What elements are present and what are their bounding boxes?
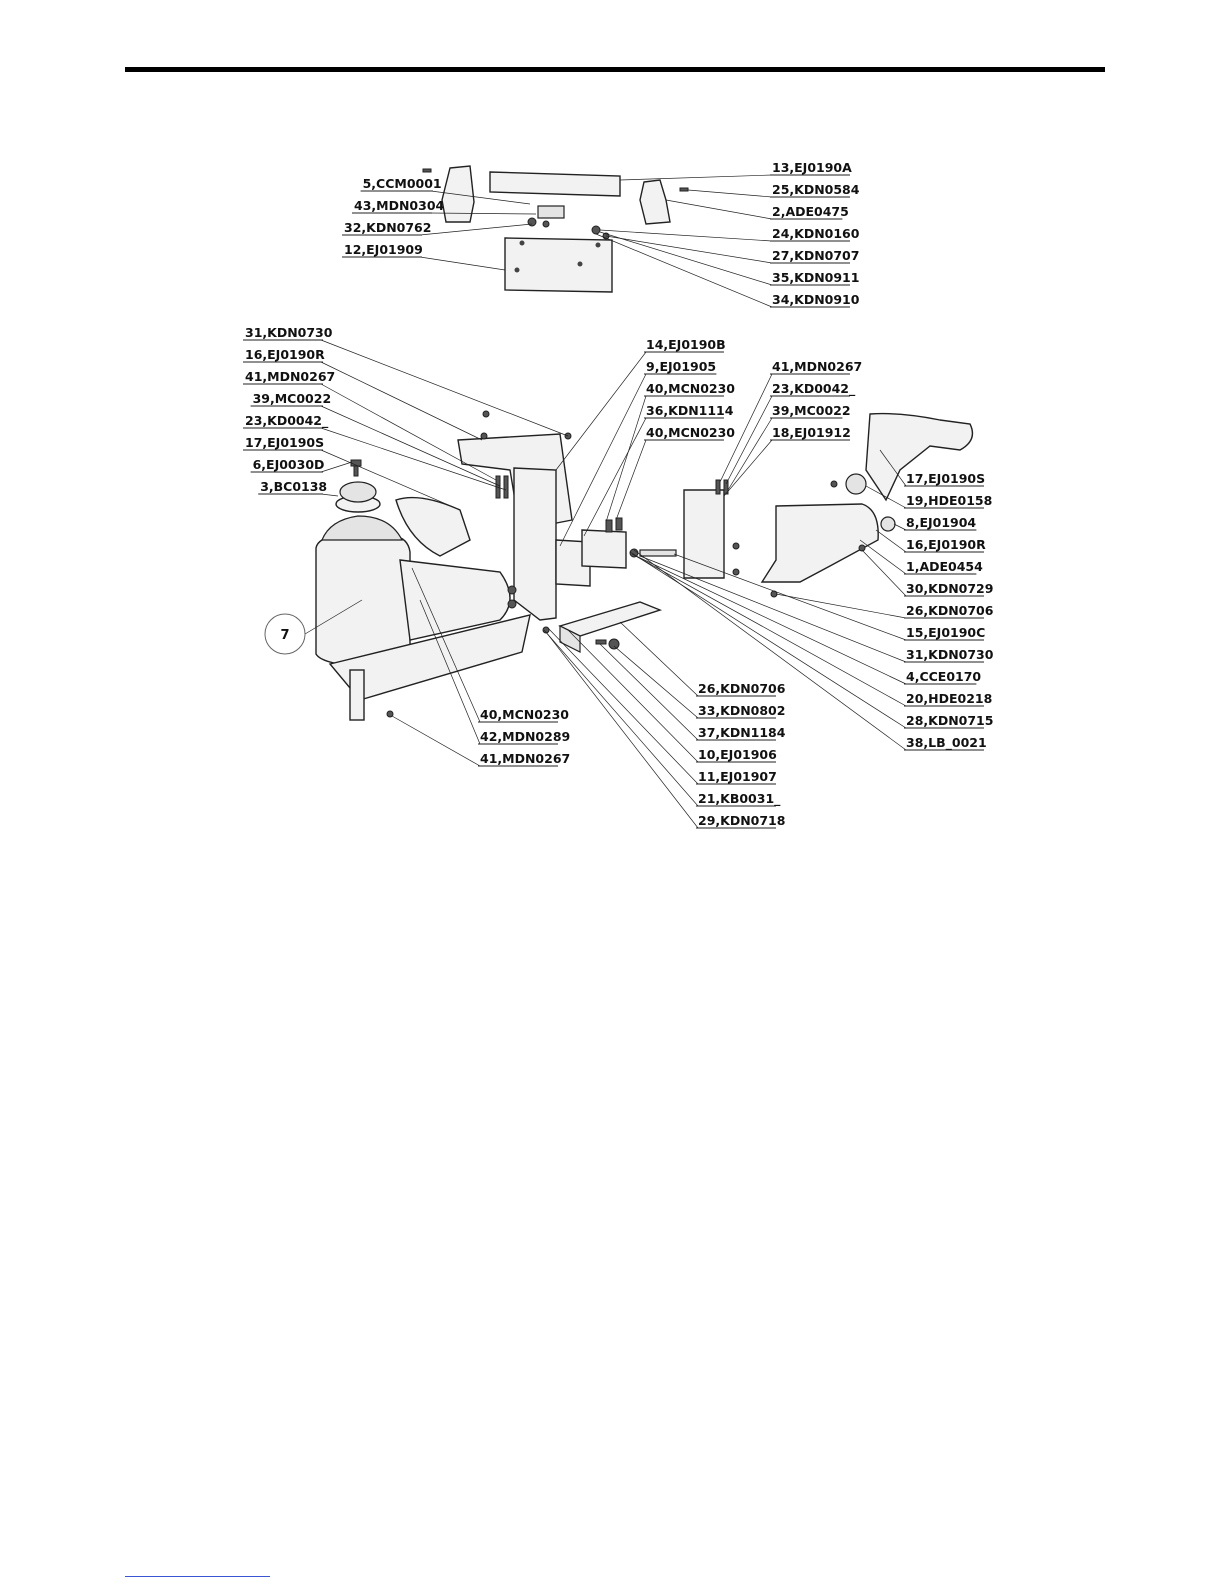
part-cylinder-cap xyxy=(321,515,403,541)
part-label: 35,KDN0911 xyxy=(772,270,859,285)
part-label: 14,EJ0190B xyxy=(646,337,726,352)
part-label: 25,KDN0584 xyxy=(772,182,860,197)
part-label: 27,KDN0707 xyxy=(772,248,859,263)
part-label: 11,EJ01907 xyxy=(698,769,777,784)
part-screw-25 xyxy=(679,187,689,192)
part-label: 15,EJ0190C xyxy=(906,625,985,640)
part-label: 23,KD0042_ xyxy=(245,413,329,429)
part-label: 1,ADE0454 xyxy=(906,559,983,574)
part-trigger-19 xyxy=(845,473,867,495)
part-label: 34,KDN0910 xyxy=(772,292,860,307)
part-label: 18,EJ01912 xyxy=(772,425,851,440)
part-labels: 13,EJ0190A 25,KDN0584 2,ADE0475 24,KDN0160 2… xyxy=(243,160,994,829)
part-label: 2,ADE0475 xyxy=(772,204,849,219)
part-grip-left xyxy=(395,496,471,557)
part-grip-17 xyxy=(865,412,974,502)
part-label: 26,KDN0706 xyxy=(906,603,994,618)
part-label: 16,EJ0190R xyxy=(245,347,325,362)
part-label: 41,MDN0267 xyxy=(480,751,570,766)
part-label: 16,EJ0190R xyxy=(906,537,986,552)
part-label: 32,KDN0762 xyxy=(344,220,431,235)
part-label: 39,MC0022 xyxy=(772,403,851,418)
part-label: 28,KDN0715 xyxy=(906,713,993,728)
part-label: 19,HDE0158 xyxy=(906,493,992,508)
part-label: 31,KDN0730 xyxy=(245,325,333,340)
part-right-handle-16 xyxy=(760,503,879,583)
upper-assembly xyxy=(419,165,773,308)
part-label: 8,EJ01904 xyxy=(906,515,976,530)
part-cap-3-top xyxy=(339,481,377,503)
part-nut-32b xyxy=(542,220,550,228)
part-label: 31,KDN0730 xyxy=(906,647,994,662)
part-right-plate-18 xyxy=(683,489,725,579)
part-plate-12 xyxy=(504,237,613,293)
part-label: 3,BC0138 xyxy=(260,479,327,494)
part-label: 40,MCN0230 xyxy=(480,707,569,722)
part-label: 21,KB0031_ xyxy=(698,791,781,807)
part-label: 41,MDN0267 xyxy=(245,369,335,384)
part-label: 13,EJ0190A xyxy=(772,160,852,175)
part-left-cap xyxy=(441,165,475,223)
callout-number: 7 xyxy=(280,628,289,643)
part-label: 36,KDN1114 xyxy=(646,403,734,418)
part-label: 42,MDN0289 xyxy=(480,729,570,744)
part-label: 4,CCE0170 xyxy=(906,669,981,684)
part-label: 39,MC0022 xyxy=(253,391,332,406)
part-right-cap xyxy=(639,179,671,225)
part-rail-top xyxy=(489,171,621,197)
main-assembly xyxy=(315,410,974,721)
part-cylinder-body xyxy=(315,535,411,667)
part-label: 6,EJ0030D xyxy=(253,457,325,472)
callout-circle-7 xyxy=(264,613,306,655)
part-label: 17,EJ0190S xyxy=(906,471,985,486)
part-label: 12,EJ01909 xyxy=(344,242,423,257)
main-leaders xyxy=(304,339,907,829)
part-label: 20,HDE0218 xyxy=(906,691,992,706)
part-label: 10,EJ01906 xyxy=(698,747,777,762)
part-label: 37,KDN1184 xyxy=(698,725,786,740)
part-label: 23,KD0042_ xyxy=(772,381,856,397)
part-label: 9,EJ01905 xyxy=(646,359,716,374)
part-screw-5 xyxy=(422,168,432,173)
part-label: 5,CCM0001 xyxy=(363,176,442,191)
part-block-36 xyxy=(581,529,627,569)
part-label: 29,KDN0718 xyxy=(698,813,785,828)
part-label: 41,MDN0267 xyxy=(772,359,862,374)
part-spring-15 xyxy=(639,549,677,557)
part-label: 17,EJ0190S xyxy=(245,435,324,450)
part-label: 26,KDN0706 xyxy=(698,681,786,696)
footer-link-underline xyxy=(125,1576,270,1577)
part-label: 38,LB_0021 xyxy=(906,735,987,751)
part-nut-32 xyxy=(527,217,537,227)
part-knob-8 xyxy=(880,516,896,532)
part-label: 24,KDN0160 xyxy=(772,226,860,241)
top-rule xyxy=(125,67,1105,72)
part-guide-rail-10 xyxy=(558,601,663,637)
part-label: 43,MDN0304 xyxy=(354,198,445,213)
part-label: 33,KDN0802 xyxy=(698,703,785,718)
part-label: 30,KDN0729 xyxy=(906,581,993,596)
part-clip-43 xyxy=(537,205,565,219)
part-label: 40,MCN0230 xyxy=(646,381,735,396)
part-label: 40,MCN0230 xyxy=(646,425,735,440)
part-nose xyxy=(349,669,365,721)
part-center-plate-14 xyxy=(513,467,557,621)
part-washer-24 xyxy=(591,225,601,235)
